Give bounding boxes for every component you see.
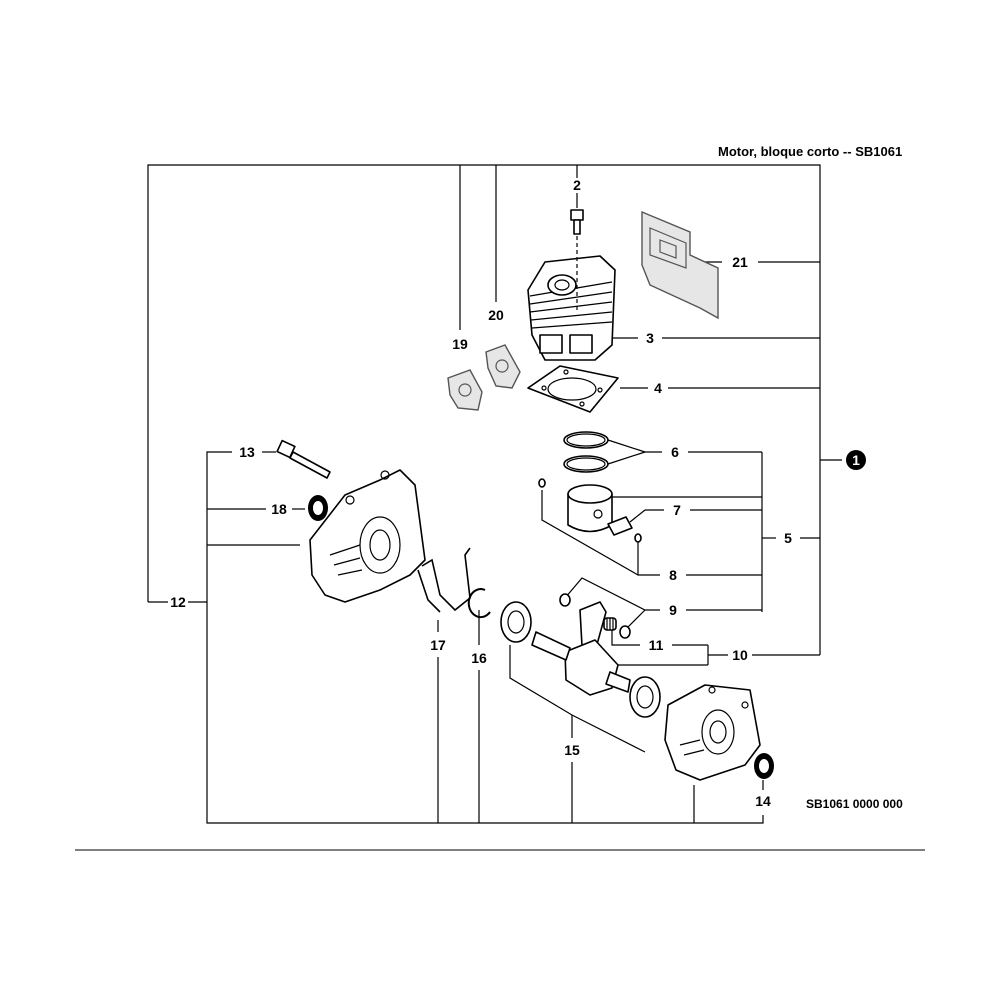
callout-4: 4 [654,380,662,396]
cylinder-bolt-part [570,209,584,235]
piston-pin-clip-part [538,478,642,543]
callout-21: 21 [732,254,748,270]
callout-11: 11 [649,637,664,653]
piston-rings-part [563,431,609,473]
callout-1: 1 [852,452,860,468]
needle-bearing-part [603,617,617,631]
callout-2: 2 [573,177,581,193]
callout-16: 16 [471,650,487,666]
callout-10: 10 [732,647,748,663]
crankcase-left-part [309,469,426,603]
crankcase-right-part [664,684,761,781]
drawing-code: SB1061 0000 000 [806,797,903,811]
callout-6: 6 [671,444,679,460]
crankshaft-part [531,601,631,696]
callout-7: 7 [673,502,681,518]
diagram-title: Motor, bloque corto -- SB1061 [718,144,902,159]
heat-shield-part [641,210,719,320]
callout-8: 8 [669,567,677,583]
callout-labels: 2 21 20 19 3 4 6 7 5 8 9 11 10 13 18 12 … [170,177,792,809]
piston-pin-part [607,516,633,536]
callout-15: 15 [564,742,580,758]
crankcase-bolt-part [276,439,331,479]
intake-gasket-part [447,369,483,411]
cylinder-gasket-part [527,365,619,413]
retaining-ring-part [467,588,491,619]
oil-seal-part [308,495,328,521]
callout-19: 19 [452,336,468,352]
crankcase-gasket-part [417,547,471,613]
thrust-washer-part [559,593,631,639]
callout-14: 14 [755,793,771,809]
piston-part [567,484,613,533]
callout-9: 9 [669,602,677,618]
callout-5: 5 [784,530,792,546]
callout-17: 17 [430,637,446,653]
callout-13: 13 [239,444,255,460]
insulator-gasket-part [485,344,521,389]
oil-seal-part-2 [754,753,774,779]
crank-bearing-part [500,601,661,718]
callout-18: 18 [271,501,287,517]
callout-1-badge: 1 [846,450,866,470]
callout-3: 3 [646,330,654,346]
callout-20: 20 [488,307,504,323]
leader-lines [147,164,842,824]
cylinder-part [527,236,616,361]
callout-12: 12 [170,594,186,610]
header-clip [700,0,1000,146]
